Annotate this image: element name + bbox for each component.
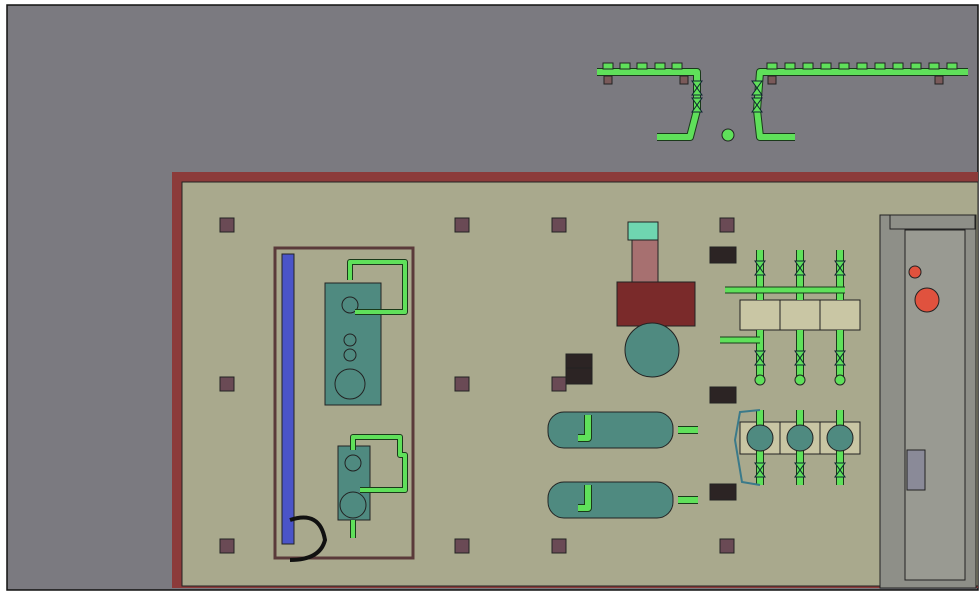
vessel-head bbox=[339, 491, 367, 519]
column-icon bbox=[219, 217, 235, 233]
pump-skid bbox=[819, 299, 861, 331]
structure-top bbox=[889, 214, 976, 230]
electrical-panel bbox=[906, 449, 926, 491]
header-valve-icon bbox=[910, 62, 922, 70]
valve-icon bbox=[751, 80, 763, 96]
heat-exchanger-icon bbox=[616, 281, 696, 327]
column-icon bbox=[219, 376, 235, 392]
pipe-elbow bbox=[834, 374, 846, 386]
header-valve-icon bbox=[838, 62, 850, 70]
pipe-loop-2 bbox=[351, 435, 407, 492]
horizontal-chiller-icon bbox=[547, 411, 674, 449]
valve-icon bbox=[751, 97, 763, 113]
valve-icon bbox=[794, 260, 806, 276]
nozzle bbox=[343, 348, 357, 362]
blue-wall-panel bbox=[281, 253, 295, 545]
valve-icon bbox=[754, 462, 766, 478]
header-valve-icon bbox=[784, 62, 796, 70]
column-icon bbox=[454, 538, 470, 554]
hose-reel-icon bbox=[289, 515, 328, 562]
column-icon bbox=[719, 538, 735, 554]
column-icon bbox=[219, 538, 235, 554]
pump-skid bbox=[739, 299, 781, 331]
chiller-pipe bbox=[578, 485, 591, 511]
pump-icon bbox=[826, 424, 854, 452]
valve-icon bbox=[794, 350, 806, 366]
header-valve-icon bbox=[874, 62, 886, 70]
column-icon bbox=[551, 376, 567, 392]
pipe-loop-1 bbox=[348, 260, 407, 314]
pump-icon bbox=[746, 424, 774, 452]
column-icon bbox=[719, 217, 735, 233]
nozzle bbox=[344, 454, 362, 472]
red-pump-icon bbox=[914, 287, 940, 313]
pipe-elbow bbox=[794, 374, 806, 386]
bypass-line bbox=[733, 409, 761, 486]
valve-icon bbox=[754, 350, 766, 366]
floor-grate-icon bbox=[709, 246, 737, 264]
header-valve-icon bbox=[636, 62, 648, 70]
structure-inner bbox=[904, 229, 966, 581]
header-valve-icon bbox=[820, 62, 832, 70]
header-valve-icon bbox=[766, 62, 778, 70]
valve-icon bbox=[754, 260, 766, 276]
header-valve-icon bbox=[892, 62, 904, 70]
pipe-support bbox=[934, 75, 944, 85]
nozzle bbox=[343, 333, 357, 347]
header-valve-icon bbox=[802, 62, 814, 70]
nozzle bbox=[341, 296, 359, 314]
header-valve-icon bbox=[671, 62, 683, 70]
header-valve-icon bbox=[946, 62, 958, 70]
floor-grate-icon bbox=[709, 483, 737, 501]
hx-body bbox=[631, 239, 659, 283]
hx-top bbox=[627, 221, 659, 241]
header-valve-icon bbox=[602, 62, 614, 70]
red-valve-icon bbox=[908, 265, 922, 279]
valve-icon bbox=[794, 462, 806, 478]
pipe-support bbox=[679, 75, 689, 85]
header-valve-icon bbox=[619, 62, 631, 70]
column-icon bbox=[454, 376, 470, 392]
header-valve-icon bbox=[856, 62, 868, 70]
column-icon bbox=[454, 217, 470, 233]
valve-icon bbox=[691, 97, 703, 113]
vessel-head bbox=[334, 368, 366, 400]
column-icon bbox=[551, 217, 567, 233]
horizontal-chiller-icon bbox=[547, 481, 674, 519]
valve-icon bbox=[834, 350, 846, 366]
valve-icon bbox=[691, 80, 703, 96]
pipe-support bbox=[603, 75, 613, 85]
floor-grate-icon bbox=[709, 386, 737, 404]
expansion-tank bbox=[624, 322, 680, 378]
chiller-pipe bbox=[578, 415, 591, 441]
column-icon bbox=[551, 538, 567, 554]
valve-icon bbox=[834, 260, 846, 276]
pump-icon bbox=[786, 424, 814, 452]
pump-skid bbox=[779, 299, 821, 331]
pipe-endpoint bbox=[721, 128, 735, 142]
pipe-elbow bbox=[754, 374, 766, 386]
equipment-enclosure bbox=[273, 246, 415, 560]
floor-grate-icon bbox=[565, 367, 593, 385]
valve-icon bbox=[834, 462, 846, 478]
header-valve-icon bbox=[654, 62, 666, 70]
header-valve-icon bbox=[928, 62, 940, 70]
pipe-support bbox=[767, 75, 777, 85]
equipment-layer bbox=[219, 62, 977, 589]
